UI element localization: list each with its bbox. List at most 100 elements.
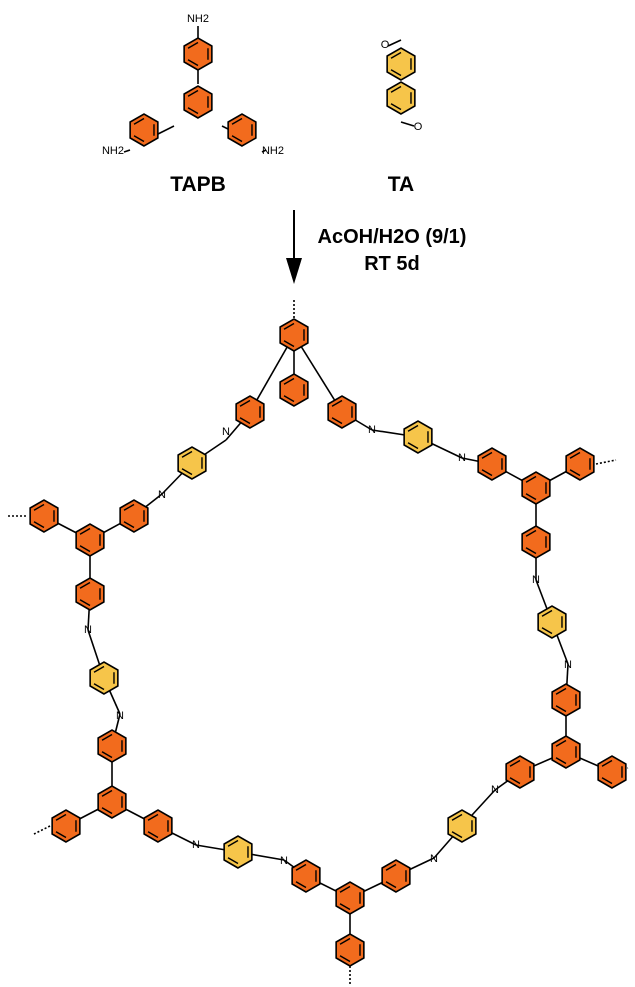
- aromatic-bond: [231, 135, 243, 143]
- ta-label: TA: [388, 173, 414, 196]
- imine-n-label: N: [280, 855, 288, 867]
- aromatic-bond: [123, 521, 135, 529]
- aromatic-bond: [227, 839, 239, 847]
- aldehyde-oxygen-top: O: [381, 39, 390, 51]
- aromatic-bond: [509, 777, 521, 785]
- imine-n-label: N: [222, 426, 230, 438]
- aromatic-bond: [555, 757, 567, 765]
- aromatic-bond: [187, 107, 199, 115]
- amine-label-right: NH2: [262, 145, 284, 157]
- aromatic-bond: [187, 59, 199, 67]
- aromatic-bond: [451, 831, 463, 839]
- aromatic-bond: [331, 417, 343, 425]
- aromatic-bond: [181, 450, 193, 458]
- aromatic-bond: [93, 683, 105, 691]
- aromatic-bond: [295, 863, 307, 871]
- aromatic-bond: [525, 529, 537, 537]
- aromatic-bond: [283, 322, 295, 330]
- aromatic-bond: [33, 521, 45, 529]
- aromatic-bond: [555, 739, 567, 747]
- aromatic-bond: [101, 789, 113, 797]
- aromatic-bond: [93, 665, 105, 673]
- aromatic-bond: [569, 451, 581, 459]
- aromatic-bond: [407, 442, 419, 450]
- aromatic-bond: [407, 424, 419, 432]
- bond: [123, 149, 131, 153]
- chain-continuation: [33, 825, 51, 835]
- conditions-line-2: RT 5d: [364, 253, 420, 275]
- aromatic-bond: [33, 503, 45, 511]
- bond: [293, 334, 343, 413]
- imine-n-label: N: [116, 710, 124, 722]
- aromatic-bond: [55, 831, 67, 839]
- aromatic-bond: [133, 117, 145, 125]
- aromatic-bond: [385, 863, 397, 871]
- aromatic-bond: [525, 493, 537, 501]
- imine-n-label: N: [84, 624, 92, 636]
- aromatic-bond: [339, 955, 351, 963]
- aromatic-bond: [79, 599, 91, 607]
- aromatic-bond: [339, 937, 351, 945]
- aromatic-bond: [187, 41, 199, 49]
- aromatic-bond: [390, 51, 402, 59]
- bond-layer: [8, 26, 629, 984]
- aromatic-bond: [525, 547, 537, 555]
- aromatic-bond: [123, 503, 135, 511]
- bond: [400, 121, 415, 127]
- svg-text:NH2: NH2: [187, 13, 209, 25]
- aromatic-bond: [101, 807, 113, 815]
- aromatic-bond: [331, 399, 343, 407]
- aromatic-bond: [283, 395, 295, 403]
- imine-n-label: N: [458, 452, 466, 464]
- aromatic-bond: [481, 469, 493, 477]
- aromatic-bond: [79, 527, 91, 535]
- imine-n-label: N: [430, 853, 438, 865]
- aromatic-bond: [231, 117, 243, 125]
- aromatic-bond: [181, 468, 193, 476]
- bond: [249, 334, 295, 413]
- conditions-line-1: AcOH/H2O (9/1): [318, 226, 467, 248]
- imine-n-label: N: [491, 784, 499, 796]
- bond: [387, 39, 402, 47]
- imine-n-label: N: [192, 839, 200, 851]
- amine-label-left: NH2: [102, 145, 124, 157]
- aromatic-bond: [390, 69, 402, 77]
- aromatic-bond: [147, 831, 159, 839]
- imine-n-label: N: [564, 659, 572, 671]
- imine-n-label: N: [158, 489, 166, 501]
- aromatic-bond: [79, 581, 91, 589]
- aromatic-bond: [79, 545, 91, 553]
- aromatic-bond: [451, 813, 463, 821]
- aromatic-bond: [390, 103, 402, 111]
- ring-layer: [29, 37, 627, 967]
- aromatic-bond: [601, 759, 613, 767]
- aromatic-bond: [187, 89, 199, 97]
- aromatic-bond: [541, 627, 553, 635]
- aldehyde-oxygen-bottom: O: [414, 121, 423, 133]
- aromatic-bond: [555, 687, 567, 695]
- aromatic-bond: [239, 417, 251, 425]
- aromatic-bond: [525, 475, 537, 483]
- imine-n-label: N: [532, 574, 540, 586]
- bond: [157, 125, 175, 135]
- bond: [261, 149, 267, 153]
- reaction-arrow: [286, 210, 302, 284]
- aromatic-bond: [227, 857, 239, 865]
- aromatic-bond: [283, 340, 295, 348]
- amine-label-top: NH2: [187, 13, 209, 25]
- aromatic-bond: [390, 85, 402, 93]
- aromatic-bond: [101, 751, 113, 759]
- aromatic-bond: [55, 813, 67, 821]
- aromatic-bond: [101, 733, 113, 741]
- svg-text:NH2: NH2: [102, 145, 124, 157]
- aromatic-bond: [239, 399, 251, 407]
- aromatic-bond: [569, 469, 581, 477]
- aromatic-bond: [385, 881, 397, 889]
- aromatic-bond: [283, 377, 295, 385]
- aromatic-bond: [147, 813, 159, 821]
- aromatic-bond: [601, 777, 613, 785]
- aromatic-bond: [481, 451, 493, 459]
- tapb-label: TAPB: [170, 173, 226, 196]
- chain-continuation: [595, 459, 617, 465]
